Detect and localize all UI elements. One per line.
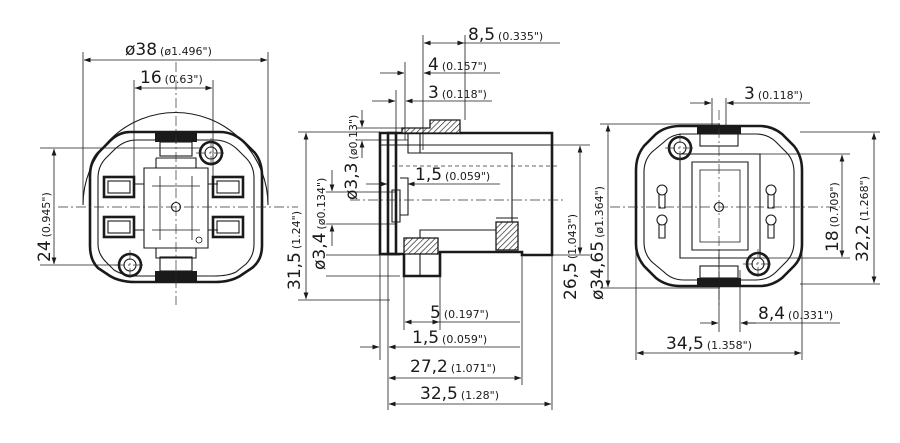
- dim-back-18: 18(0.709"): [823, 182, 843, 252]
- dim-side-1-5-bottom: 1,5(0.059"): [412, 328, 487, 348]
- keyhole-right: [765, 184, 777, 239]
- dim-side-31-5: 31,5(1.24"): [285, 211, 305, 290]
- dim-back-32-2: 32,2(1.268"): [853, 176, 873, 262]
- dim-side-5: 5(0.197"): [430, 303, 489, 323]
- back-view: 3(0.118") ø34,65(ø1.364") 18(0.709") 32,…: [588, 84, 880, 360]
- front-view: ø38(ø1.496") 16(0.63") 24(0.945"): [35, 40, 298, 305]
- dim-side-4: 4(0.157"): [428, 55, 487, 75]
- dim-front-diameter: ø38(ø1.496"): [125, 40, 212, 60]
- dim-back-8-4: 8,4(0.331"): [758, 304, 833, 324]
- dim-back-3: 3(0.118"): [744, 84, 803, 104]
- dim-back-34-5: 34,5(1.358"): [666, 334, 752, 354]
- dim-front-width-16: 16(0.63"): [140, 68, 203, 88]
- side-view: 8,5(0.335") 4(0.157") 3(0.118") ø3,3(ø0.…: [285, 25, 590, 410]
- dim-front-height-24: 24(0.945"): [35, 192, 55, 262]
- dim-side-27-2: 27,2(1.071"): [410, 357, 496, 377]
- dim-side-32-5: 32,5(1.28"): [420, 384, 499, 404]
- dim-side-26-5: 26,5(1.043"): [561, 214, 581, 300]
- dim-side-8-5: 8,5(0.335"): [468, 25, 543, 45]
- keyhole-left: [656, 184, 668, 239]
- dim-side-1-5-top: 1,5(0.059"): [415, 165, 490, 185]
- dim-side-dia-3-4: ø3,4(ø0.134"): [310, 178, 330, 270]
- dim-side-3: 3(0.118"): [428, 83, 487, 103]
- dim-side-dia-3-3: ø3,3(ø0.13"): [342, 115, 362, 200]
- dim-back-dia-34-65: ø34,65(ø1.364"): [588, 186, 608, 300]
